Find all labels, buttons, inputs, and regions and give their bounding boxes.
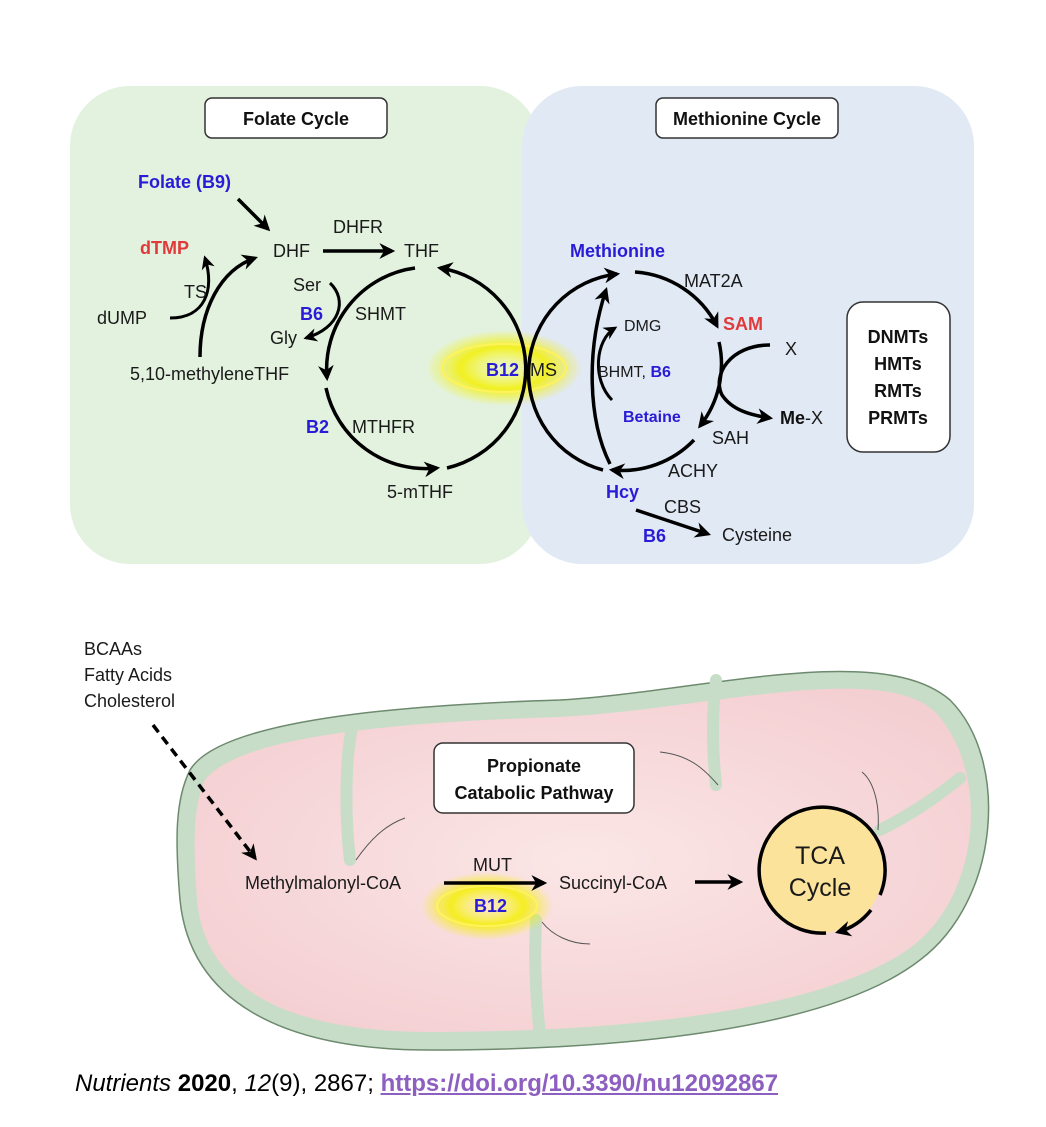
folate-cycle-title-box [204, 97, 388, 139]
ts-label: TS [184, 282, 207, 302]
propionate-title-line1: Propionate [487, 756, 581, 776]
arrow-methylenethf-to-dhf [198, 254, 258, 358]
junction-b12-label: B12 [486, 360, 519, 380]
crista-1 [340, 722, 358, 866]
arrow-betaine-to-dmg [597, 326, 618, 402]
input-fatty-acids: Fatty Acids [84, 665, 172, 685]
citation: Nutrients 2020, 12(9), 2867; https://doi… [75, 1070, 779, 1097]
methylmalonyl-coa-label: Methylmalonyl-CoA [245, 873, 401, 893]
cysteine-label: Cysteine [722, 525, 792, 545]
arrow-hcy-to-methionine [526, 267, 621, 472]
citation-journal: Nutrients [75, 1070, 172, 1097]
methionine-label: Methionine [570, 241, 665, 261]
betaine-label: Betaine [623, 409, 681, 426]
dmg-label: DMG [624, 318, 661, 335]
mthfr-b2-label: B2 [306, 417, 329, 437]
citation-issue-pages: (9), 2867; [271, 1070, 381, 1097]
mthfr-label: MTHFR [352, 417, 415, 437]
methyltransferases-box [846, 301, 951, 453]
thf-label: THF [404, 241, 439, 261]
input-bcaas: BCAAs [84, 639, 142, 659]
crista-fold-2 [659, 751, 719, 786]
achy-label: ACHY [668, 461, 718, 481]
mthf-label: 5-mTHF [387, 482, 453, 502]
folate-cycle-title: Folate Cycle [243, 109, 349, 129]
folate-cycle-panel [70, 86, 540, 564]
crista-fold-4 [861, 771, 879, 831]
citation-doi-link[interactable]: https://doi.org/10.3390/nu12092867 [380, 1070, 779, 1097]
arrow-betaine-hcy-to-methionine [590, 287, 612, 465]
arrow-thf-to-methylenethf [318, 266, 416, 382]
arrow-methionine-to-sam [634, 270, 719, 329]
tca-label-line2: Cycle [789, 874, 852, 902]
citation-volume: 12 [244, 1070, 272, 1097]
propionate-pathway-box [433, 742, 635, 814]
enzyme-hmts: HMTs [874, 354, 922, 374]
mex-x: -X [805, 408, 823, 428]
bhmt-enzyme: BHMT, [598, 364, 646, 381]
arrow-x-to-mex [717, 343, 774, 424]
bhmt-b6-label: B6 [650, 364, 671, 381]
arrow-methylenethf-to-mthf [324, 387, 441, 478]
cbs-label: CBS [664, 497, 701, 517]
mat2a-label: MAT2A [684, 271, 743, 291]
cbs-b6-label: B6 [643, 526, 666, 546]
mut-b12-label: B12 [474, 896, 507, 916]
tca-cycle-arrow [757, 805, 887, 935]
mex-me: Me [780, 408, 805, 428]
dtmp-label: dTMP [140, 238, 189, 258]
dhf-label: DHF [273, 241, 310, 261]
methionine-cycle-title: Methionine Cycle [673, 109, 821, 129]
dhfr-label: DHFR [333, 217, 383, 237]
citation-year: 2020 [177, 1070, 232, 1097]
succinyl-coa-label: Succinyl-CoA [559, 873, 667, 893]
arrow-sah-to-hcy [608, 438, 696, 480]
mut-b12-highlight-ring [436, 885, 538, 927]
dashed-arrow-to-methylmalonyl [151, 723, 257, 861]
arrow-dump-to-dtmp [169, 255, 215, 320]
bhmt-label: BHMT, B6 [598, 364, 671, 381]
x-label: X [785, 339, 797, 359]
crista-fold-1 [355, 817, 406, 861]
crista-4 [874, 772, 966, 836]
enzyme-rmts: RMTs [874, 381, 922, 401]
b12-highlight-ring [441, 343, 567, 393]
mut-label: MUT [473, 855, 512, 875]
sah-label: SAH [712, 428, 749, 448]
arrow-hcy-to-cysteine [635, 508, 711, 538]
mitochondrion-matrix [194, 688, 971, 1032]
tca-cycle-circle [757, 807, 883, 933]
ms-label: MS [530, 360, 557, 380]
methionine-cycle-title-box [655, 97, 839, 139]
crista-3 [529, 914, 546, 1041]
mut-b12-highlight-glow [421, 872, 553, 940]
mex-label: Me-X [780, 408, 823, 428]
enzyme-prmts: PRMTs [868, 408, 928, 428]
tca-label-line1: TCA [795, 842, 845, 870]
hcy-label: Hcy [606, 482, 639, 502]
input-cholesterol: Cholesterol [84, 691, 175, 711]
sam-label: SAM [723, 314, 763, 334]
dump-label: dUMP [97, 308, 147, 328]
crista-2 [707, 674, 722, 791]
tca-cycle-arrowhead [834, 908, 873, 937]
arrow-ser-to-gly [303, 281, 341, 342]
folate-b9-label: Folate (B9) [138, 172, 231, 192]
crista-fold-3 [541, 921, 591, 945]
shmt-label: SHMT [355, 304, 406, 324]
gly-label: Gly [270, 328, 297, 348]
arrow-mthf-to-thf [436, 262, 528, 470]
enzyme-dnmts: DNMTs [868, 327, 929, 347]
arrow-folate-to-dhf [236, 197, 271, 232]
ser-label: Ser [293, 275, 321, 295]
propionate-title-line2: Catabolic Pathway [454, 783, 613, 803]
methylenethf-label: 5,10-methyleneTHF [130, 364, 289, 384]
shmt-b6-label: B6 [300, 304, 323, 324]
